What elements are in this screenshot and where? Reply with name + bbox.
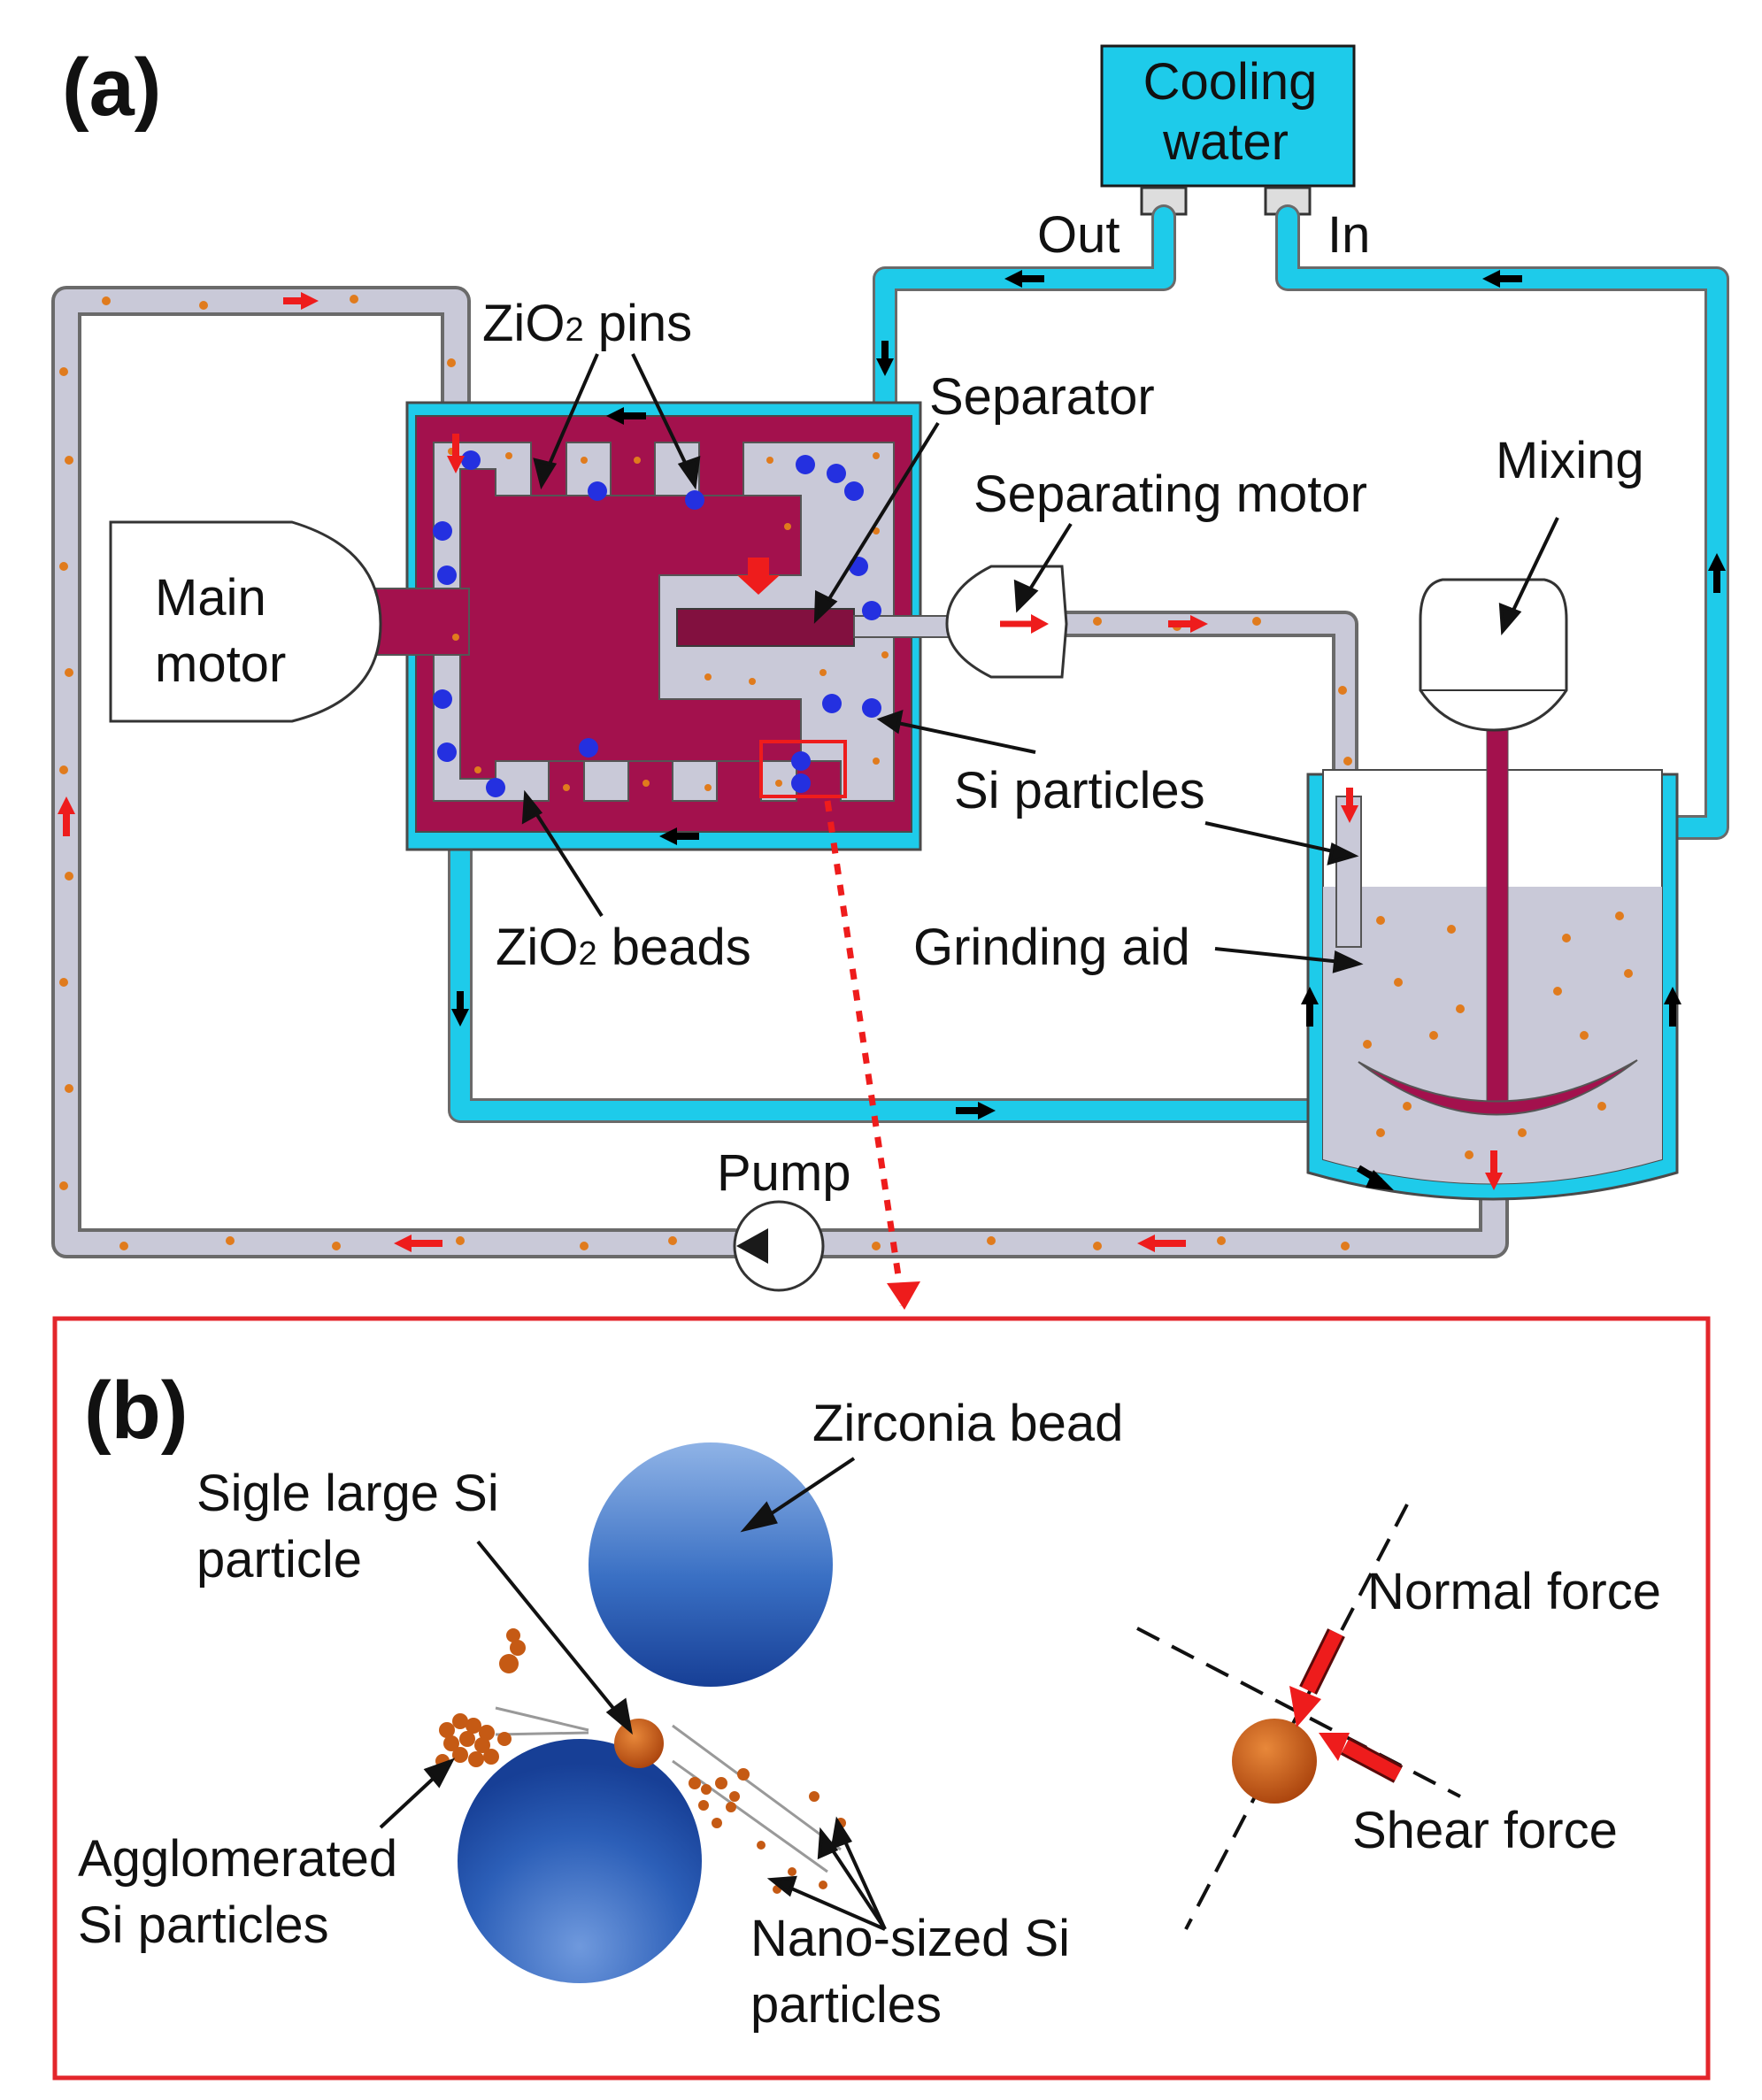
zirconia-bead-bottom: [458, 1739, 702, 1983]
pump: [733, 1200, 825, 1292]
zio2-beads-label: ZiO2 beads: [496, 919, 751, 976]
nano-sized-label-2: particles: [750, 1976, 942, 2034]
mixing-motor: [1419, 578, 1568, 732]
single-large-si-label-2: particle: [196, 1531, 362, 1588]
mill-particles: [448, 448, 889, 791]
tank-particles: [1363, 912, 1633, 1159]
normal-force-label: Normal force: [1367, 1563, 1661, 1620]
nano-si-particles: [689, 1768, 846, 1894]
leader-lines-a: [521, 353, 1559, 973]
force-diagram: [1136, 1504, 1461, 1930]
flow-arrows: [58, 270, 1726, 1252]
mill-beads: [433, 450, 881, 797]
zoom-dotted-arrow: [824, 800, 906, 1306]
mixing-tank: [1306, 725, 1679, 1201]
out-label: Out: [1037, 206, 1120, 264]
shear-force-label: Shear force: [1352, 1802, 1618, 1859]
in-label: In: [1327, 206, 1370, 264]
cooling-water-label-2: water: [1162, 113, 1289, 171]
separator-label: Separator: [929, 368, 1155, 426]
slurry-pipes: [51, 286, 1509, 1258]
zirconia-bead-label: Zirconia bead: [812, 1395, 1123, 1452]
zio2-pins-label: ZiO2 pins: [482, 295, 692, 352]
panel-b-frame: [52, 1316, 1711, 2081]
force-si-particle: [1232, 1719, 1317, 1804]
single-large-si-particle: [614, 1719, 664, 1768]
agglomerated-label-1: Agglomerated: [78, 1830, 397, 1888]
grinding-mill: [371, 401, 952, 851]
cooling-water-tank: Cooling water: [1100, 44, 1356, 216]
agglomerated-label-2: Si particles: [78, 1896, 329, 1954]
separating-motor-label: Separating motor: [973, 465, 1367, 523]
nano-sized-label-1: Nano-sized Si: [750, 1910, 1070, 1967]
panel-a-tag: (a): [62, 42, 161, 133]
single-large-si-label-1: Sigle large Si: [196, 1465, 499, 1522]
zirconia-bead-top: [589, 1442, 833, 1687]
zoom-region-box: [759, 740, 847, 798]
shear-force-arrow: [1319, 1733, 1404, 1783]
agglomerated-si-cluster: [435, 1628, 526, 1768]
main-motor: Main motor: [109, 520, 382, 723]
separating-motor: [945, 565, 1068, 679]
leader-lines-b: [379, 1457, 887, 1931]
panel-b-tag: (b): [84, 1365, 188, 1456]
si-particles-label: Si particles: [954, 762, 1205, 819]
main-motor-label-1: Main: [155, 569, 266, 627]
mixing-label: Mixing: [1496, 432, 1644, 489]
main-motor-label-2: motor: [155, 635, 286, 693]
normal-force-arrow: [1289, 1628, 1345, 1727]
cooling-water-label-1: Cooling: [1143, 53, 1318, 111]
pump-label: Pump: [717, 1144, 851, 1202]
grinding-aid-label: Grinding aid: [913, 919, 1190, 976]
